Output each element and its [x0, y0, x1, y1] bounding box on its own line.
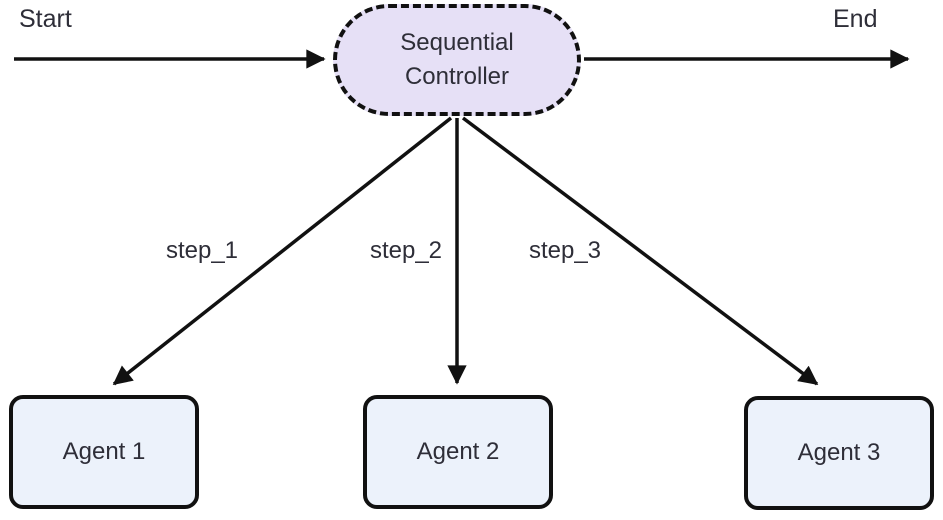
sequential-controller-node: Sequential Controller: [333, 4, 581, 116]
agent-2-node: Agent 2: [363, 395, 553, 509]
edge-label-step-1: step_1: [162, 237, 242, 265]
edge-step1-to-agent1: [112, 116, 453, 386]
agent-2-label: Agent 2: [416, 438, 500, 465]
end-label: End: [833, 5, 878, 33]
agent-1-label: Agent 1: [62, 438, 146, 465]
controller-label-line1: Sequential: [400, 29, 514, 56]
edge-label-step-3: step_3: [525, 237, 605, 265]
start-label: Start: [19, 5, 72, 33]
controller-label-line2: Controller: [404, 63, 510, 90]
agent-1-node: Agent 1: [9, 395, 199, 509]
edge-label-step-2: step_2: [366, 237, 446, 265]
agent-3-node: Agent 3: [744, 396, 934, 510]
agent-3-label: Agent 3: [797, 439, 881, 466]
edge-step3-to-agent3: [461, 116, 819, 386]
